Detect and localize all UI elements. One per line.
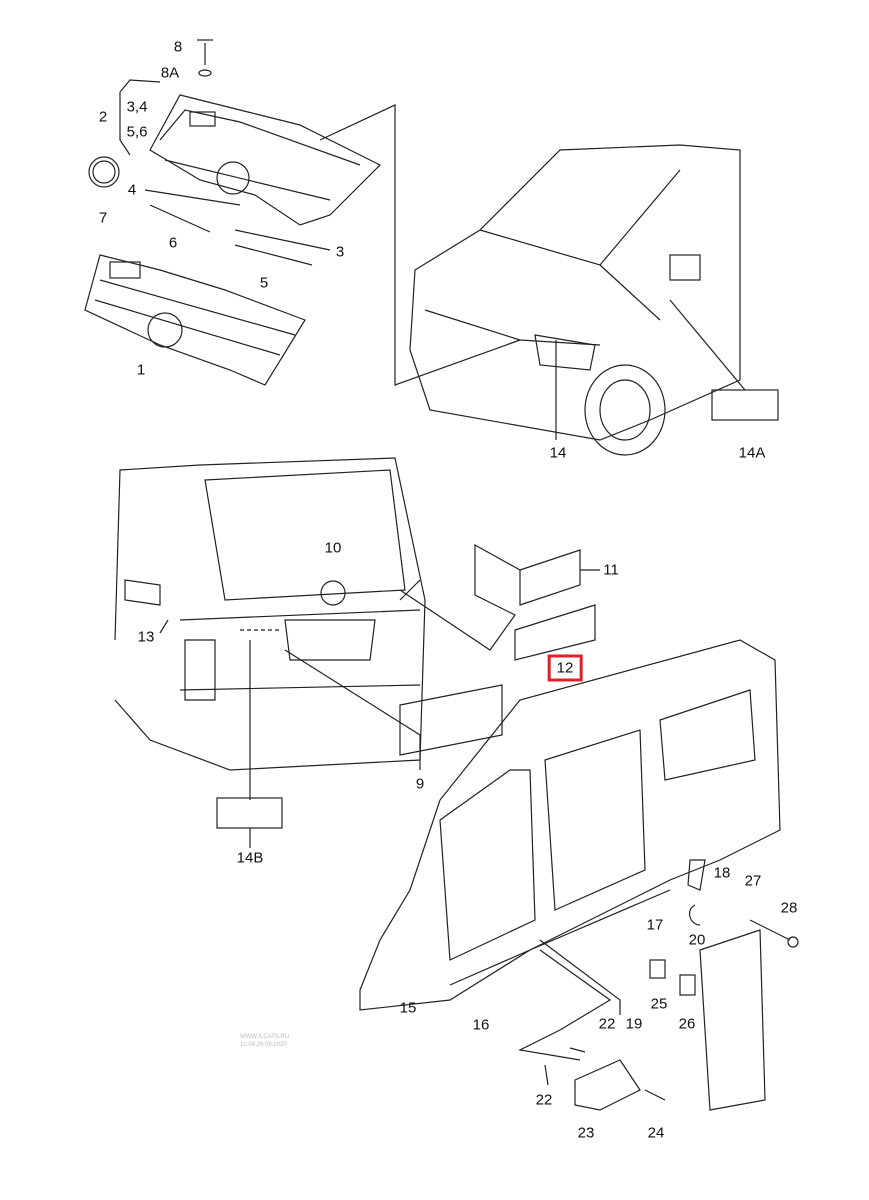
callout-3-4[interactable]: 3,4 bbox=[126, 98, 148, 116]
callout-25[interactable]: 25 bbox=[650, 995, 668, 1013]
callout-23[interactable]: 23 bbox=[577, 1124, 595, 1142]
callout-7[interactable]: 7 bbox=[98, 209, 108, 227]
upper-grille-drawing bbox=[149, 39, 382, 226]
trim-strips-drawing bbox=[144, 189, 331, 266]
callout-12[interactable]: 12 bbox=[547, 654, 583, 682]
callout-14B[interactable]: 14B bbox=[236, 849, 264, 867]
rear-van-drawing bbox=[114, 457, 426, 771]
mud-flap-drawing bbox=[699, 929, 766, 1111]
callout-20[interactable]: 20 bbox=[688, 931, 706, 949]
callout-4[interactable]: 4 bbox=[127, 181, 137, 199]
callout-26[interactable]: 26 bbox=[678, 1015, 696, 1033]
callout-22[interactable]: 22 bbox=[535, 1091, 553, 1109]
callout-24[interactable]: 24 bbox=[647, 1124, 665, 1142]
label-box-11 bbox=[519, 549, 581, 606]
emblem-drawing bbox=[88, 156, 120, 188]
callout-15[interactable]: 15 bbox=[399, 999, 417, 1017]
callout-8[interactable]: 8 bbox=[173, 38, 183, 56]
label-box-14b bbox=[216, 797, 283, 829]
callout-3[interactable]: 3 bbox=[335, 243, 345, 261]
callout-16[interactable]: 16 bbox=[472, 1016, 490, 1034]
callout-2[interactable]: 2 bbox=[98, 108, 108, 126]
callout-28[interactable]: 28 bbox=[780, 899, 798, 917]
label-box-12 bbox=[514, 604, 596, 661]
callout-18[interactable]: 18 bbox=[713, 864, 731, 882]
callout-27[interactable]: 27 bbox=[744, 872, 762, 890]
lower-grille-drawing bbox=[84, 254, 306, 386]
callout-22[interactable]: 22 bbox=[598, 1015, 616, 1033]
label-box-9 bbox=[399, 684, 503, 756]
callout-5-6[interactable]: 5,6 bbox=[126, 123, 148, 141]
label-box-14a bbox=[711, 389, 779, 421]
callout-5[interactable]: 5 bbox=[259, 274, 269, 292]
callout-1[interactable]: 1 bbox=[136, 361, 146, 379]
callout-8A[interactable]: 8A bbox=[160, 64, 180, 82]
callout-19[interactable]: 19 bbox=[625, 1015, 643, 1033]
callout-17[interactable]: 17 bbox=[646, 916, 664, 934]
callout-10[interactable]: 10 bbox=[324, 539, 342, 557]
watermark: WWW.ILCATS.RU 10.04.26 08:2020 bbox=[240, 1034, 290, 1048]
callout-13[interactable]: 13 bbox=[137, 628, 155, 646]
front-van-drawing bbox=[409, 144, 741, 456]
callout-11[interactable]: 11 bbox=[603, 561, 619, 579]
bracket-drawing bbox=[574, 1059, 641, 1111]
callout-9[interactable]: 9 bbox=[415, 775, 425, 793]
callout-14A[interactable]: 14A bbox=[738, 444, 766, 462]
callout-6[interactable]: 6 bbox=[168, 234, 178, 252]
side-panel-drawing bbox=[359, 639, 781, 1011]
callout-14[interactable]: 14 bbox=[549, 444, 567, 462]
